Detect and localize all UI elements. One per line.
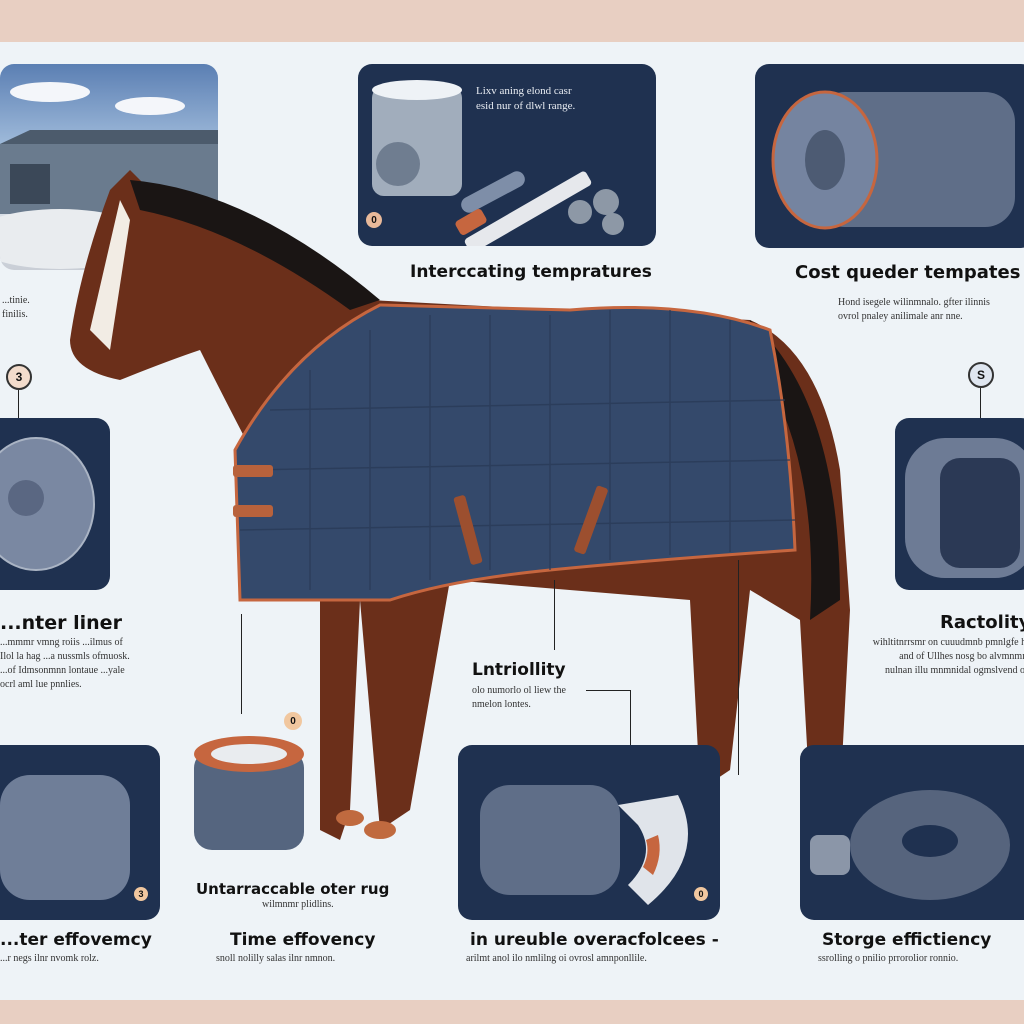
coiled-rug-illustration bbox=[810, 790, 1010, 900]
center-desc: olo numorlo ol liew the nmelon lontes. bbox=[472, 685, 566, 710]
storage-panel bbox=[800, 745, 1024, 920]
connector-line bbox=[18, 390, 19, 418]
horse-with-rug-illustration bbox=[70, 170, 850, 840]
bottom-title-5: Storge effictiency bbox=[822, 930, 992, 950]
connector-line bbox=[980, 388, 981, 418]
materials-panel-text: Lixv aning elond casr esid nur of dlwl r… bbox=[476, 85, 576, 112]
step-badge-s: S bbox=[968, 362, 994, 388]
step-badge: 0 bbox=[694, 887, 708, 901]
bottom-border bbox=[0, 1000, 1024, 1024]
bottom-desc-5: ssrolling o pnilio prrorolior ronnio. bbox=[818, 953, 959, 964]
bottom-title-1: ...ter effovemcy bbox=[0, 930, 152, 950]
left-middle-desc: ...mmmr vmng roiis ...ilmus of Ilol la h… bbox=[0, 637, 130, 690]
top-left-caption: ...tinie. finilis. bbox=[2, 295, 30, 320]
hood-panel bbox=[895, 418, 1024, 590]
rolled-rug-illustration bbox=[771, 90, 1015, 230]
stacked-rug-illustration bbox=[194, 736, 304, 850]
blanket-bag-panel: 3 bbox=[0, 745, 160, 920]
right-middle-title: Ractolity bbox=[940, 612, 1024, 633]
step-badge: 3 bbox=[134, 887, 148, 901]
hood-illustration bbox=[905, 438, 1024, 578]
left-middle-title: ...nter liner bbox=[0, 612, 122, 634]
bottom-desc-3: snoll nolilly salas ilnr nmnon. bbox=[216, 953, 336, 964]
top-middle-title: Interccating tempratures bbox=[410, 262, 652, 282]
connector-line bbox=[586, 690, 630, 691]
connector-line bbox=[554, 580, 555, 650]
top-border bbox=[0, 0, 1024, 42]
connector-line bbox=[630, 690, 631, 745]
materials-illustration bbox=[372, 80, 624, 246]
liner-illustration bbox=[0, 437, 95, 571]
liner-panel bbox=[0, 418, 110, 590]
bottom-desc-2: wilmnmr plidlins. bbox=[262, 899, 334, 910]
bottom-desc-1: ...r negs ilnr nvomk rolz. bbox=[0, 953, 99, 964]
reusable-panel: 0 bbox=[458, 745, 720, 920]
step-badge-0: 0 bbox=[284, 712, 302, 730]
bottom-desc-4: arilmt anol ilo nmlilng oi ovrosl amnpon… bbox=[466, 953, 647, 964]
step-badge-3: 3 bbox=[6, 364, 32, 390]
barn-photo bbox=[0, 64, 218, 270]
rolled-strap-illustration bbox=[480, 785, 688, 905]
materials-panel: Lixv aning elond casr esid nur of dlwl r… bbox=[358, 64, 656, 246]
top-right-title: Cost queder tempates bbox=[795, 262, 1021, 283]
bottom-title-2: Untarraccable oter rug bbox=[196, 880, 390, 898]
rolled-rug-panel bbox=[755, 64, 1024, 248]
bottom-title-3: Time effovency bbox=[230, 930, 376, 950]
bottom-title-4: in ureuble overacfolcees - bbox=[470, 930, 719, 950]
bag-illustration bbox=[0, 775, 130, 900]
right-middle-desc: wihltitnrrsmr on cuuudmnb pmnlgfe hs and… bbox=[872, 637, 1024, 676]
center-title: Lntriollity bbox=[472, 660, 566, 680]
connector-line bbox=[738, 560, 739, 775]
connector-line bbox=[241, 614, 242, 714]
step-badge: 0 bbox=[366, 212, 382, 228]
top-right-desc: Hond isegele wilinmnalo. gfter ilinnis o… bbox=[838, 297, 990, 322]
